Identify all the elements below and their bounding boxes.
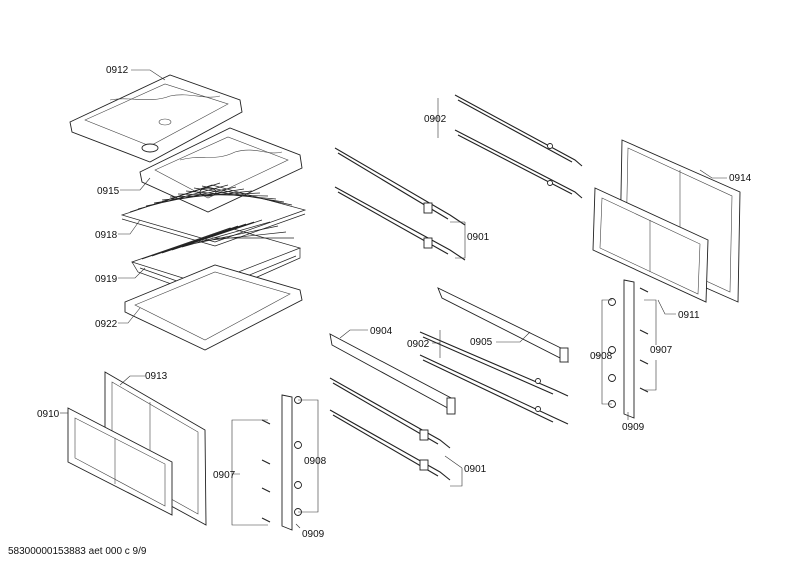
part-0901-rods-top xyxy=(334,147,466,261)
label-0909-right: 0909 xyxy=(622,422,645,433)
label-0902-mid: 0902 xyxy=(407,339,430,350)
label-0907-right: 0907 xyxy=(650,345,673,356)
label-0901-bottom: 0901 xyxy=(464,464,487,475)
label-0911: 0911 xyxy=(678,310,700,321)
label-0913: 0913 xyxy=(145,371,168,382)
part-0912-panel xyxy=(69,74,243,163)
part-0901-rods-bottom xyxy=(329,377,451,481)
part-0902-rods-top xyxy=(454,94,583,199)
part-0922-tray xyxy=(124,264,303,351)
leader-lines xyxy=(60,69,727,529)
label-0904: 0904 xyxy=(370,326,393,337)
part-0911-panel xyxy=(592,187,709,303)
label-0905: 0905 xyxy=(470,337,493,348)
label-0922: 0922 xyxy=(95,319,118,330)
part-0904-rail xyxy=(329,333,456,415)
part-0905-rail xyxy=(437,287,569,363)
part-0909-bracket-right xyxy=(608,279,649,419)
label-0915: 0915 xyxy=(97,186,120,197)
label-0910: 0910 xyxy=(37,409,60,420)
part-labels: 0912 0915 0918 0919 0922 0902 0901 0914 … xyxy=(37,65,752,540)
label-0912: 0912 xyxy=(106,65,129,76)
label-0909-left: 0909 xyxy=(302,529,325,540)
part-0909-bracket-left xyxy=(261,394,302,531)
part-0918-rack xyxy=(120,182,307,247)
document-footer: 58300000153883 aet 000 c 9/9 xyxy=(8,546,147,557)
label-0919: 0919 xyxy=(95,274,118,285)
label-0918: 0918 xyxy=(95,230,118,241)
label-0914: 0914 xyxy=(729,173,752,184)
part-0902-rods-mid xyxy=(419,331,569,425)
label-0907-left: 0907 xyxy=(213,470,236,481)
label-0908-right: 0908 xyxy=(590,351,613,362)
label-0901-top: 0901 xyxy=(467,232,490,243)
part-0910-panel xyxy=(67,407,173,516)
label-0908-left: 0908 xyxy=(304,456,327,467)
label-0902-top: 0902 xyxy=(424,114,447,125)
